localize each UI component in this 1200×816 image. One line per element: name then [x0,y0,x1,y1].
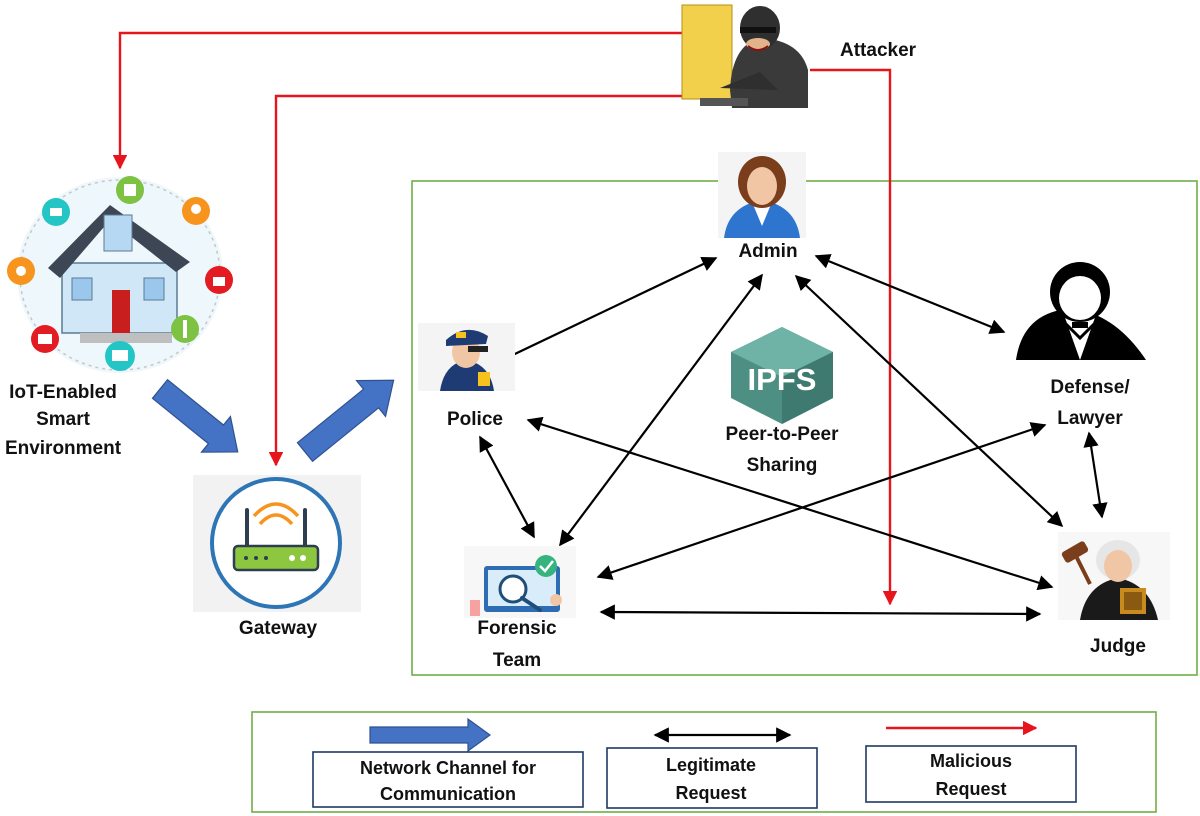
legend-malicious-line-2: Request [935,779,1006,799]
police-label: Police [447,409,503,430]
legend-network-channel: Network Channel for Communication [312,717,584,808]
admin-label: Admin [738,241,797,262]
attacker-node: Attacker [681,4,917,108]
legend-legitimate: Legitimate Request [606,727,818,809]
legend-network-arrow [369,717,492,753]
lawyer-label-line-2: Lawyer [1057,408,1123,429]
legend: Network Channel for Communication Legiti… [251,711,1157,813]
network-arrow-gateway-to-system [296,379,395,463]
admin-avatar-icon [718,152,806,238]
police-officer-icon [418,323,515,391]
malicious-request-to-iot [112,31,682,170]
forensic-label-line-2: Team [493,650,541,671]
legend-legitimate-box [606,747,818,809]
gateway-label: Gateway [239,618,318,639]
admin-node: Admin [718,152,806,262]
ipfs-caption-line-2: Sharing [747,455,818,476]
network-arrow-iot-to-gateway [151,378,239,453]
ipfs-logo-text: IPFS [748,362,817,397]
iot-label-line-3: Environment [5,438,122,459]
judge-icon [1058,532,1170,620]
link-admin-police [496,257,718,363]
judge-node: Judge [1058,532,1170,657]
link-lawyer-judge [1083,431,1108,519]
network-channel-arrows [151,378,395,463]
forensic-analysis-icon [464,546,576,618]
hacker-icon [681,4,808,108]
gateway-node: Gateway [193,475,361,639]
legend-malicious: Malicious Request [865,720,1077,803]
legend-network-line-2: Communication [380,784,516,804]
ipfs-node: IPFS Peer-to-Peer Sharing [726,327,840,476]
legend-legitimate-line-1: Legitimate [666,755,756,775]
legend-network-line-1: Network Channel for [360,758,536,778]
lawyer-node: Defense/ Lawyer [1016,262,1146,429]
link-forensic-judge [599,604,1042,622]
attacker-label: Attacker [840,40,917,61]
link-police-judge [526,416,1054,591]
link-admin-judge [794,274,1064,528]
legend-malicious-line-1: Malicious [930,751,1012,771]
lawyer-label-line-1: Defense/ [1050,377,1130,398]
link-lawyer-forensic [596,422,1047,580]
judge-label: Judge [1090,636,1146,657]
police-node: Police [418,323,515,430]
ipfs-cube-icon: IPFS [731,327,833,424]
malicious-request-to-gateway [268,94,682,467]
link-police-forensic [479,435,535,539]
legend-network-box [312,751,584,808]
iot-node: IoT-Enabled Smart Environment [5,176,233,459]
forensic-label-line-1: Forensic [477,618,557,639]
legend-malicious-box [865,745,1077,803]
router-icon [193,475,361,612]
forensic-node: Forensic Team [464,546,576,671]
iot-label-line-2: Smart [36,409,91,430]
ipfs-caption-line-1: Peer-to-Peer [726,424,840,445]
legend-legitimate-line-2: Request [675,783,746,803]
legitimate-requests [479,254,1108,622]
iot-label-line-1: IoT-Enabled [9,382,117,403]
lawyer-icon [1016,262,1146,360]
malicious-request-to-judge [810,68,898,606]
link-admin-forensic [559,273,763,547]
smart-home-icon [7,176,233,373]
